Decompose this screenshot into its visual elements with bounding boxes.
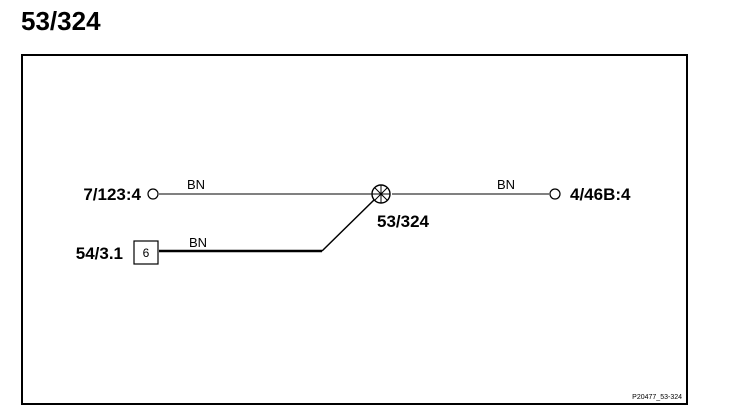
left-terminal-circle[interactable] bbox=[147, 188, 159, 200]
right-terminal-label: 4/46B:4 bbox=[570, 185, 631, 204]
left-terminal-label: 7/123:4 bbox=[83, 185, 141, 204]
reference-code: P20477_53-324 bbox=[632, 394, 682, 401]
splice-label: 53/324 bbox=[377, 212, 430, 231]
right-terminal-circle[interactable] bbox=[549, 188, 561, 200]
connector-pin-number: 6 bbox=[143, 246, 150, 260]
wire-bottom-color: BN bbox=[189, 235, 207, 250]
diagram-frame bbox=[21, 54, 688, 405]
connector-box[interactable] bbox=[133, 240, 159, 265]
splice-icon[interactable] bbox=[371, 184, 391, 204]
page-title: 53/324 bbox=[21, 6, 101, 36]
connector-label: 54/3.1 bbox=[76, 244, 123, 263]
wire-bottom-diagonal[interactable] bbox=[321, 198, 376, 252]
wire-top-left-color: BN bbox=[187, 177, 205, 192]
wire-top-right-color: BN bbox=[497, 177, 515, 192]
